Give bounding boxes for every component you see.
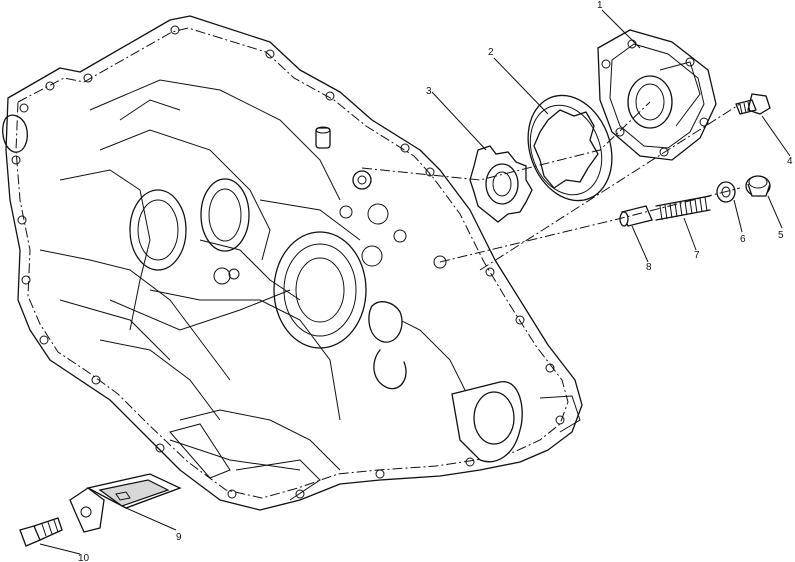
callout-10: 10	[78, 553, 90, 562]
part-9-bracket	[69, 473, 182, 533]
callout-4: 4	[787, 156, 793, 167]
part-4-bolt	[735, 93, 771, 115]
part-3-inner-rotor	[469, 145, 533, 223]
assembly-centerlines	[361, 101, 741, 271]
callout-8: 8	[646, 262, 652, 273]
callout-3: 3	[426, 86, 432, 97]
callout-labels: 1 2 3 4 5 6 7 8 9 10	[78, 0, 793, 562]
part-8-plunger	[619, 205, 653, 227]
callout-5: 5	[778, 230, 784, 241]
leader-lines	[39, 9, 791, 555]
callout-2: 2	[488, 47, 494, 58]
part-1-pump-cover	[597, 29, 717, 161]
part-2-outer-rotor	[527, 94, 613, 202]
callout-6: 6	[740, 234, 746, 245]
callout-7: 7	[694, 250, 700, 261]
crankcase-housing	[2, 15, 583, 511]
part-10-screw	[19, 517, 63, 547]
callout-9: 9	[176, 532, 182, 543]
part-5-cap-plug	[745, 175, 771, 197]
callout-1: 1	[597, 0, 603, 11]
part-7-spring	[655, 195, 711, 221]
